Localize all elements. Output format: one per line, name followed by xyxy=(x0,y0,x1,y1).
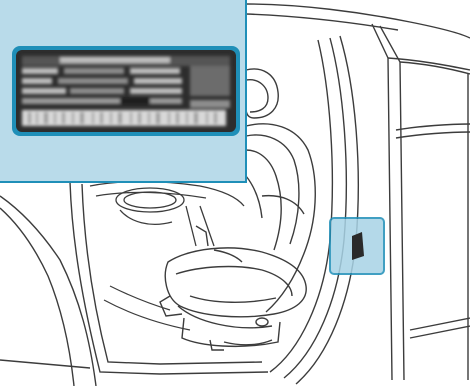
label-plate xyxy=(12,46,240,136)
zoom-callout xyxy=(0,0,246,182)
headrest xyxy=(246,69,278,118)
label-location-highlight xyxy=(330,218,384,274)
floor xyxy=(104,286,190,330)
door-sill xyxy=(0,182,268,386)
dashboard xyxy=(90,182,244,247)
